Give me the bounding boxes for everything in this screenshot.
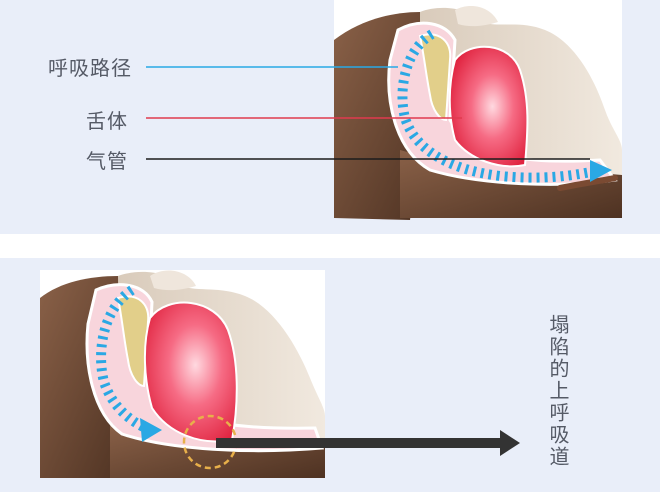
top-flow-dashes xyxy=(397,29,602,183)
pointer-arrow-shaft xyxy=(216,438,502,448)
bottom-flow-arrowhead xyxy=(140,418,162,442)
top-panel: 呼吸路径 舌体 气管 xyxy=(0,0,660,234)
top-tongue xyxy=(448,45,529,168)
bottom-illustration xyxy=(40,270,520,478)
top-flow-arrowhead xyxy=(590,160,612,182)
top-illustration xyxy=(146,0,622,220)
collapsed-airway-caption: 塌陷的上呼吸道 xyxy=(546,314,570,468)
airway-label: 呼吸路径 xyxy=(48,56,132,80)
bottom-panel: 塌陷的上呼吸道 xyxy=(0,258,660,492)
tongue-label: 舌体 xyxy=(86,109,128,133)
pointer-arrow-head xyxy=(500,430,520,456)
trachea-label: 气管 xyxy=(86,149,128,173)
